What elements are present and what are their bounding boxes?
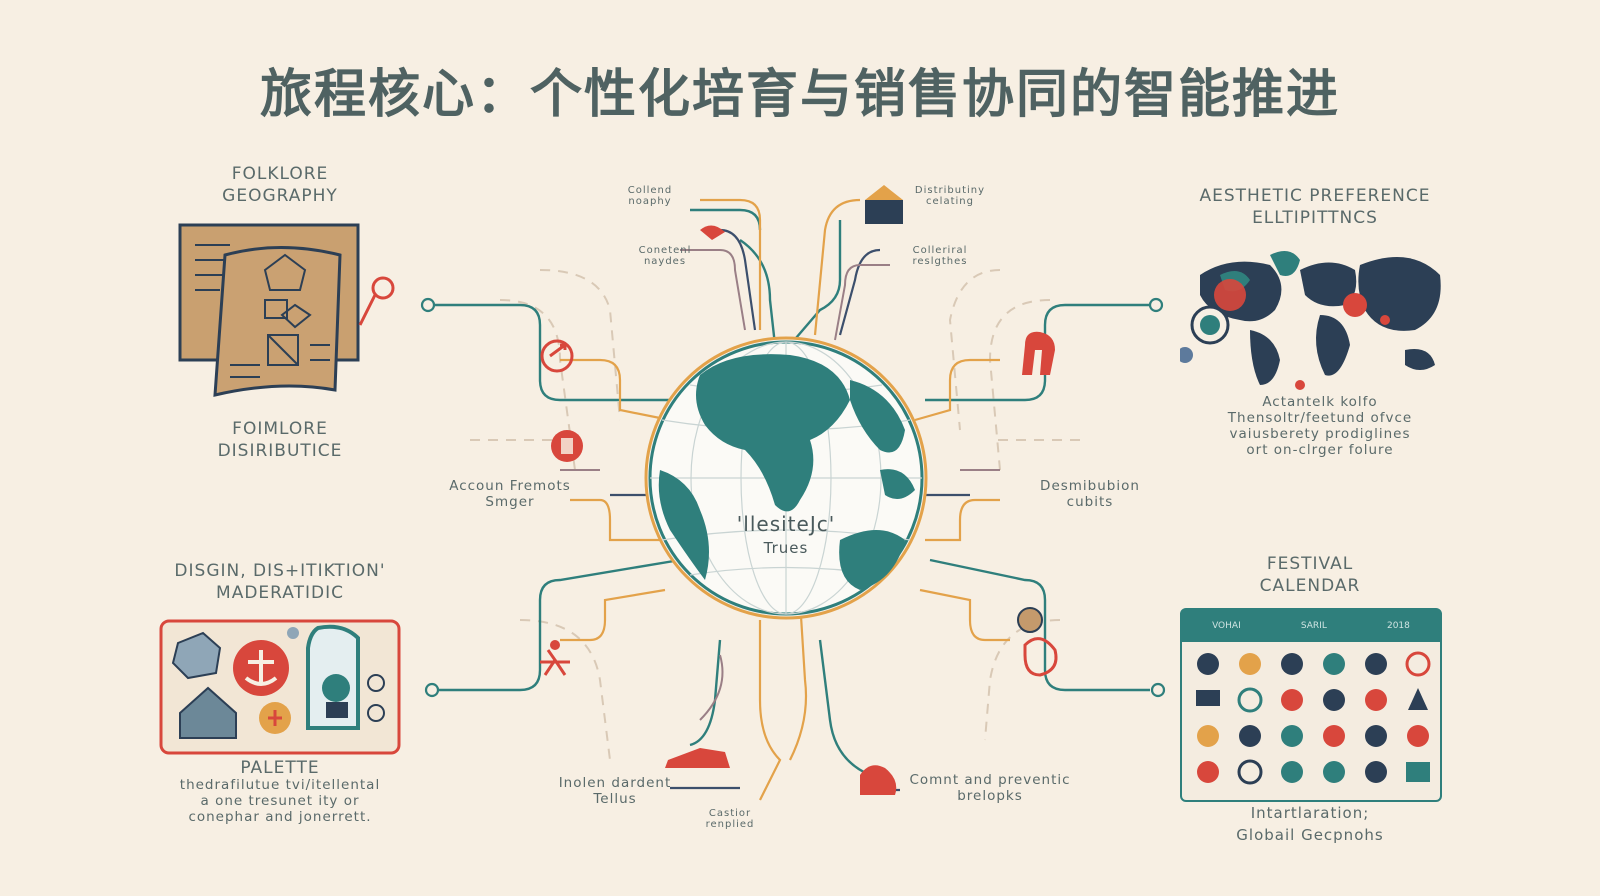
- palette-label: PALETTE: [240, 758, 320, 778]
- calendar-header-cell: VOHAI: [1212, 621, 1241, 631]
- design-distinction-label: DISGIN, DIS+ITIKTION'MADERATIDIC: [174, 561, 386, 603]
- calendar-header-cell: 2018: [1386, 621, 1410, 631]
- aesthetic-world-map: [1180, 251, 1441, 390]
- node-icons: [540, 185, 1058, 795]
- calendar-icon-grid: [1196, 651, 1431, 785]
- globe-label: 'llesiteJc'Trues: [736, 512, 836, 557]
- calendar-header: VOHAI SARIL 2018: [1182, 610, 1440, 642]
- page-title: 旅程核心：个性化培育与销售协同的智能推进: [259, 65, 1340, 125]
- international-label: Intartlaration;Globail Gecpnohs: [1236, 804, 1384, 844]
- calendar-header-cell: SARIL: [1300, 621, 1327, 631]
- folklore-map-scroll: [178, 223, 395, 397]
- festival-calendar: VOHAI SARIL 2018: [1180, 608, 1442, 802]
- design-palette-card: [159, 619, 401, 755]
- globe: [644, 336, 928, 620]
